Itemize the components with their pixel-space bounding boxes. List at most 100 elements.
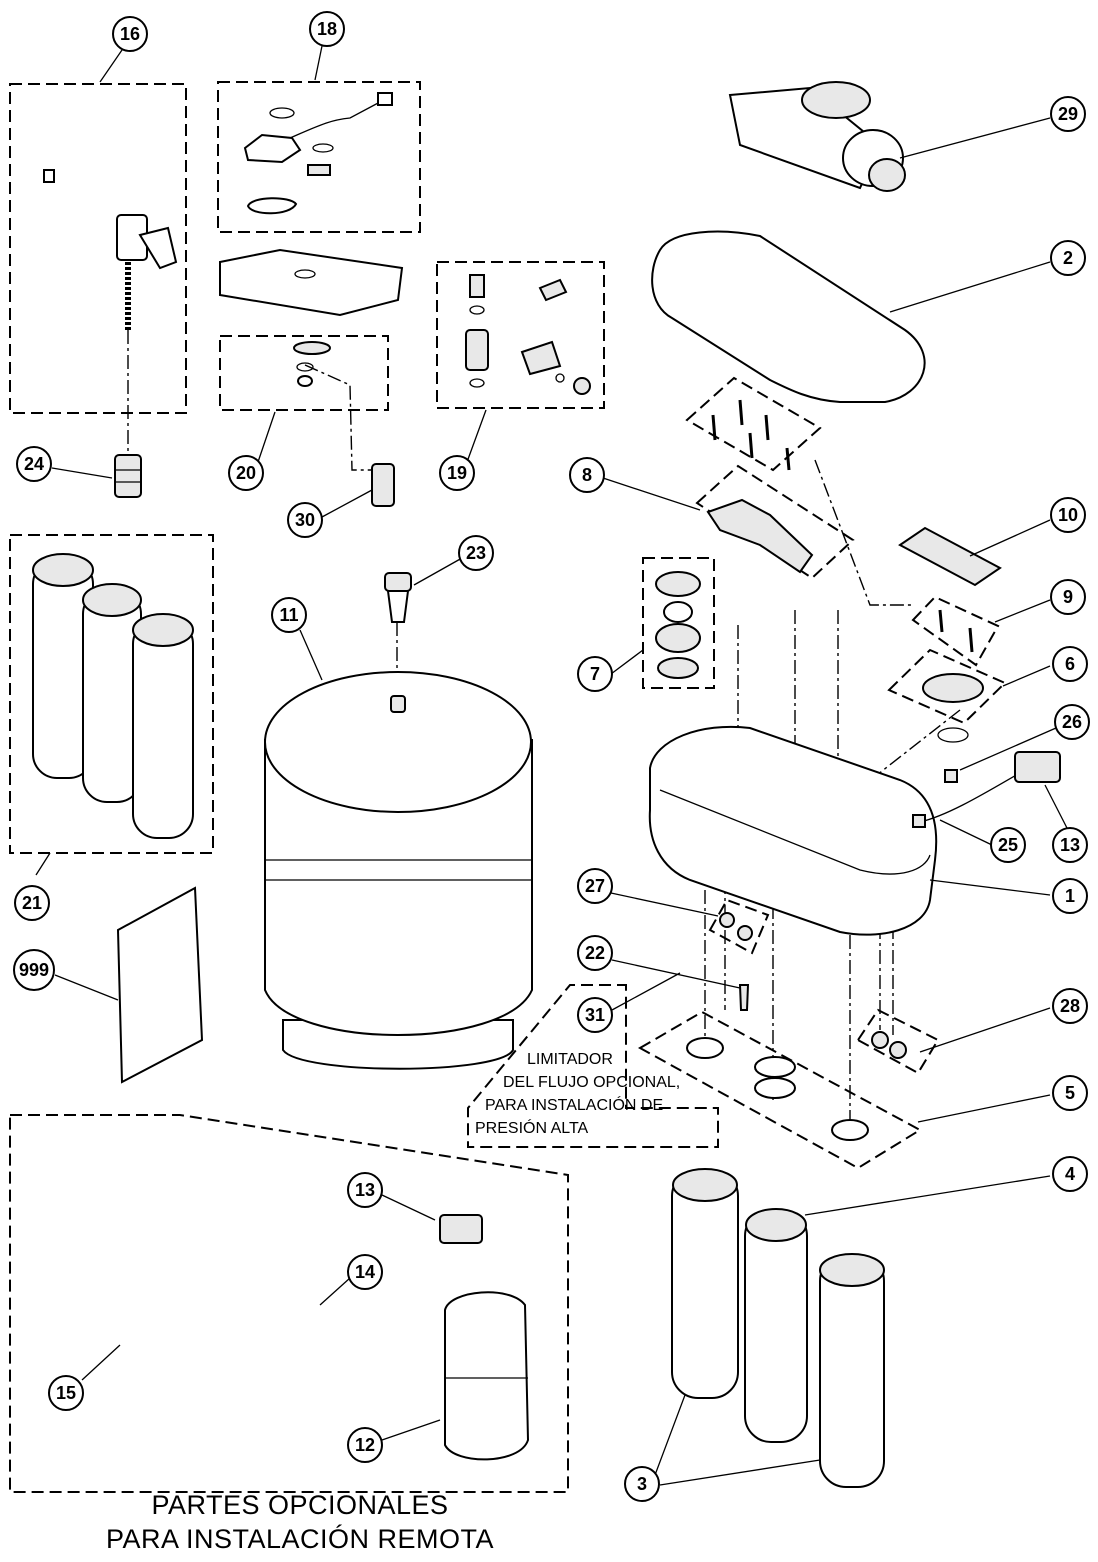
- callout-2: 2: [1050, 240, 1086, 276]
- screws: [711, 399, 974, 653]
- wire-25: [919, 769, 1026, 823]
- pouch-12: [444, 1291, 530, 1461]
- svg-text:13: 13: [355, 1180, 375, 1200]
- circuit-board-10: [898, 526, 1002, 587]
- svg-text:1: 1: [1065, 886, 1075, 906]
- note-line-1: LIMITADOR: [527, 1051, 613, 1068]
- svg-text:21: 21: [22, 893, 42, 913]
- title-line-2: PARA INSTALACIÓN REMOTA: [105, 1524, 495, 1554]
- plate-kit-6-box: [887, 648, 1007, 725]
- base-plate-5: [637, 1010, 923, 1170]
- cover-2: [651, 230, 926, 403]
- callout-12: 12: [347, 1427, 383, 1463]
- callout-7: 7: [577, 656, 613, 692]
- svg-text:26: 26: [1062, 712, 1082, 732]
- tubing-14-15: [68, 1173, 335, 1412]
- svg-text:6: 6: [1065, 654, 1075, 674]
- callout-27: 27: [577, 868, 613, 904]
- callout-9: 9: [1050, 579, 1086, 615]
- flow-limiter-note-box: [467, 984, 719, 1148]
- kit-18-parts: [243, 92, 393, 215]
- base-fittings: [686, 1037, 869, 1141]
- housing-1: [648, 725, 938, 936]
- svg-text:22: 22: [585, 943, 605, 963]
- svg-text:13: 13: [1060, 835, 1080, 855]
- callout-28: 28: [1052, 988, 1088, 1024]
- svg-text:14: 14: [355, 1262, 375, 1282]
- callout-14: 14: [347, 1254, 383, 1290]
- callout-4: 4: [1052, 1156, 1088, 1192]
- callout-19: 19: [439, 455, 475, 491]
- note-line-2: DEL FLUJO OPCIONAL,: [503, 1074, 681, 1091]
- callout-25: 25: [990, 827, 1026, 863]
- svg-text:15: 15: [56, 1383, 76, 1403]
- callout-999: 999: [13, 949, 55, 991]
- kit-19-box: [436, 261, 605, 409]
- callout-11: 11: [271, 597, 307, 633]
- callout-8: 8: [569, 457, 605, 493]
- callout-23: 23: [458, 535, 494, 571]
- svg-text:7: 7: [590, 664, 600, 684]
- cartridges-3-4: [671, 1168, 885, 1488]
- svg-text:23: 23: [466, 543, 486, 563]
- seals-7: [655, 571, 701, 679]
- flow-limiter-22: [738, 984, 750, 1011]
- callout-13: 13: [1052, 827, 1088, 863]
- callout-6: 6: [1052, 646, 1088, 682]
- screw-set-9-box: [911, 595, 1000, 667]
- svg-text:5: 5: [1065, 1083, 1075, 1103]
- note-line-4: PRESIÓN ALTA: [475, 1120, 589, 1137]
- callout-10: 10: [1050, 497, 1086, 533]
- svg-text:16: 16: [120, 24, 140, 44]
- manual-999: [116, 886, 204, 1084]
- screw-set-box: [685, 376, 822, 472]
- callout-24: 24: [16, 446, 52, 482]
- callout-1: 1: [1052, 878, 1088, 914]
- svg-text:12: 12: [355, 1435, 375, 1455]
- countertop-plate: [219, 248, 404, 317]
- svg-text:11: 11: [279, 605, 298, 625]
- note-line-3: PARA INSTALACIÓN DE: [485, 1097, 664, 1114]
- svg-text:20: 20: [236, 463, 256, 483]
- svg-text:29: 29: [1058, 104, 1078, 124]
- callout-18: 18: [309, 11, 345, 47]
- kit-20-box: [219, 335, 389, 411]
- storage-tank-11: [264, 671, 533, 1070]
- callout-3: 3: [624, 1466, 660, 1502]
- faucet-16: [43, 100, 178, 330]
- svg-text:31: 31: [585, 1005, 605, 1025]
- callout-22: 22: [577, 935, 613, 971]
- fitting-30: [371, 463, 395, 507]
- assembly-lines: [127, 330, 961, 1130]
- svg-text:2: 2: [1063, 248, 1073, 268]
- connector-13-remote: [439, 1214, 483, 1244]
- adapter-24: [114, 454, 142, 498]
- kit-20-parts: [293, 341, 331, 387]
- plate-6: [922, 673, 984, 703]
- seal-kit-7-box: [642, 557, 715, 689]
- callout-15: 15: [48, 1375, 84, 1411]
- svg-text:19: 19: [447, 463, 467, 483]
- remote-parts-box: [9, 1114, 569, 1493]
- kit-18-box: [217, 81, 421, 233]
- svg-text:30: 30: [295, 510, 315, 530]
- callout-26: 26: [1054, 704, 1090, 740]
- callout-29: 29: [1050, 96, 1086, 132]
- svg-text:24: 24: [24, 454, 44, 474]
- svg-text:10: 10: [1058, 505, 1078, 525]
- callout-31: 31: [577, 997, 613, 1033]
- svg-text:28: 28: [1060, 996, 1080, 1016]
- flow-limiter-note: LIMITADOR DEL FLUJO OPCIONAL, PARA INSTA…: [475, 1048, 715, 1140]
- svg-text:18: 18: [317, 19, 337, 39]
- fittings-27-box: [708, 898, 770, 955]
- title-line-1: PARTES OPCIONALES: [151, 1490, 449, 1520]
- leader-lines: [35, 45, 1069, 1486]
- connector-13: [1014, 751, 1061, 783]
- svg-text:999: 999: [19, 960, 49, 980]
- cartridges-21: [32, 553, 194, 839]
- fittings-28-box: [856, 1008, 940, 1075]
- svg-text:9: 9: [1063, 587, 1073, 607]
- lever-8: [706, 498, 814, 574]
- cartridge-set-box: [9, 534, 214, 854]
